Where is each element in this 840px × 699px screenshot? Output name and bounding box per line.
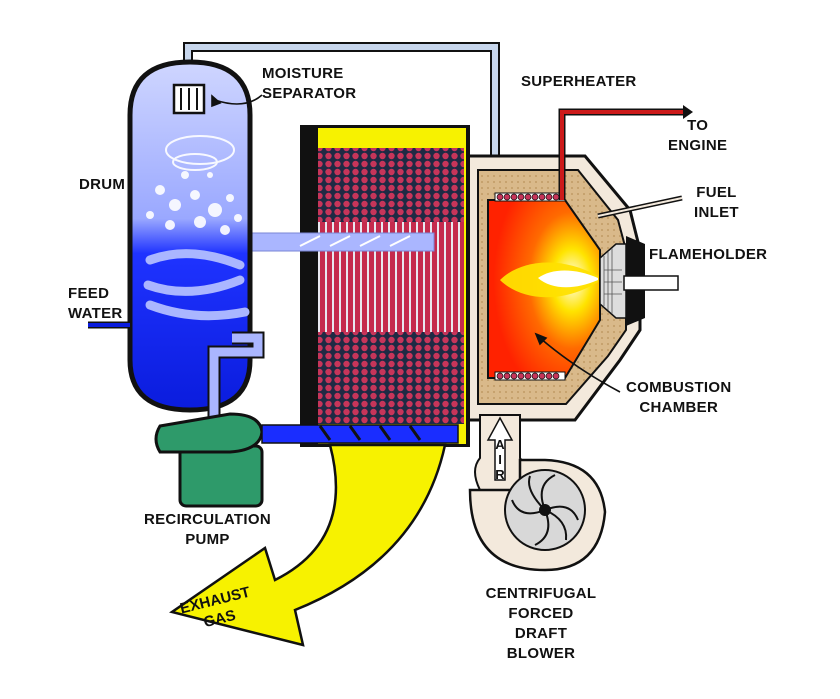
exhaust-gas-arrow <box>169 443 447 647</box>
label-fuel-inlet-line2: INLET <box>694 204 739 221</box>
label-to-engine-line2: ENGINE <box>668 137 728 154</box>
label-blower: CENTRIFUGAL FORCED DRAFT BLOWER <box>478 584 604 664</box>
label-flameholder: FLAMEHOLDER <box>649 246 768 263</box>
label-blower-line1: CENTRIFUGAL <box>485 585 597 602</box>
label-drum: DRUM <box>79 176 126 193</box>
label-air-a: A <box>495 437 505 452</box>
label-combustion-chamber-line1: COMBUSTION <box>626 379 732 396</box>
label-blower-line3: DRAFT <box>514 625 568 642</box>
air-arrow <box>486 416 514 481</box>
label-combustion-chamber: COMBUSTION CHAMBER <box>626 378 732 418</box>
drum <box>127 59 253 413</box>
label-to-engine-line1: TO <box>687 117 709 134</box>
label-to-engine: TO ENGINE <box>668 116 727 156</box>
label-feed-water-line1: FEED <box>68 285 110 302</box>
label-fuel-inlet: FUEL INLET <box>694 183 739 223</box>
downcomer-pipe <box>207 331 265 418</box>
label-feed-water: FEED WATER <box>68 284 123 324</box>
label-moisture-separator-line1: MOISTURE <box>262 65 344 82</box>
label-combustion-chamber-line2: CHAMBER <box>639 399 719 416</box>
superheater-coils-bottom <box>494 371 566 381</box>
combustion-chamber <box>487 192 601 381</box>
label-superheater: SUPERHEATER <box>521 73 637 90</box>
label-moisture-separator-line2: SEPARATOR <box>262 85 357 102</box>
flameholder <box>599 236 679 326</box>
leader-combustion-chamber <box>539 337 621 393</box>
leader-lines <box>211 94 621 393</box>
label-feed-water-line2: WATER <box>68 305 123 322</box>
superheater-coils-top <box>494 192 566 202</box>
label-recirculation-pump-line1: RECIRCULATION <box>144 511 271 528</box>
label-air-i: I <box>498 452 502 467</box>
label-air-r: R <box>495 467 505 482</box>
centrifugal-blower <box>468 458 607 572</box>
burner-nozzle <box>623 275 679 291</box>
label-moisture-separator: MOISTURE SEPARATOR <box>262 64 356 104</box>
label-fuel-inlet-line1: FUEL <box>696 184 737 201</box>
pump-discharge-pipe <box>261 424 459 444</box>
label-blower-line4: BLOWER <box>506 645 576 662</box>
label-blower-line2: FORCED <box>508 605 574 622</box>
label-air: A I R <box>493 437 507 482</box>
label-recirculation-pump-line2: PUMP <box>185 531 230 548</box>
steam-return-pipe <box>237 232 435 252</box>
label-recirculation-pump: RECIRCULATION PUMP <box>144 510 271 550</box>
superheater-pipe <box>558 105 693 200</box>
leader-moisture-separator <box>214 94 263 105</box>
recirculation-pump <box>154 412 264 508</box>
heat-exchanger <box>300 125 470 447</box>
